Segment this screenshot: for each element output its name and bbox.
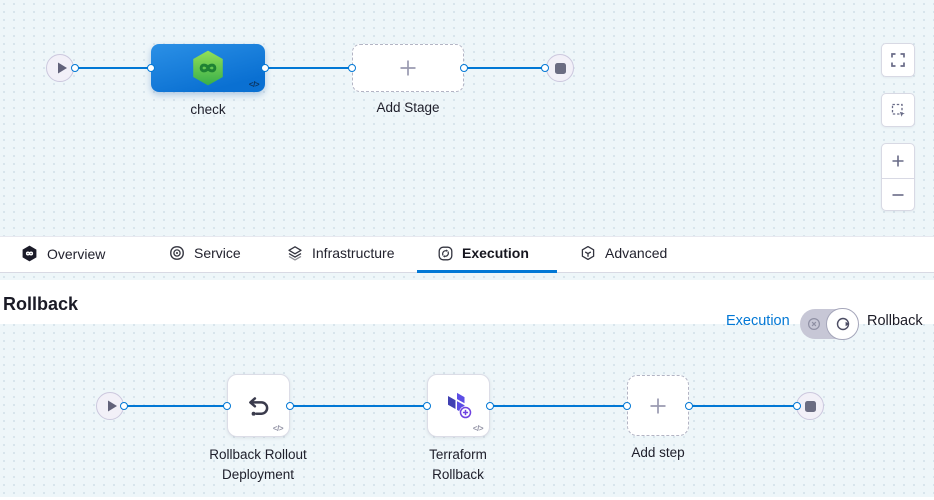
plus-icon [650,398,666,413]
connector-point [286,402,294,410]
tab-advanced[interactable]: Advanced [580,245,667,261]
rollback-header-band: Rollback Execution Rollback [0,280,934,340]
overview-icon [22,245,37,262]
code-icon[interactable]: </> [248,80,260,89]
add-step-button[interactable] [627,375,689,436]
connector-point [460,64,468,72]
zoom-out-button[interactable] [882,178,914,212]
connector-point [486,402,494,410]
fullscreen-icon [891,53,905,67]
execution-mode-link[interactable]: Execution [726,313,790,329]
tab-label: Execution [462,245,529,261]
rollback-step-icon [248,396,268,416]
connector-line [265,67,352,69]
connector-point [685,402,693,410]
rollback-start-node [96,392,124,420]
rollback-mode-label: Rollback [867,313,923,329]
active-tab-underline [417,270,557,273]
tab-label: Advanced [605,245,668,261]
divider [0,497,934,500]
rollback-canvas: Rollback Execution Rollback [0,273,934,500]
tab-execution[interactable]: Execution [438,245,529,261]
connector-point [423,402,431,410]
stop-icon [554,62,566,74]
section-title: Rollback [3,294,79,314]
rollback-mode-icon [836,317,849,331]
tab-service[interactable]: Service [169,245,241,261]
tab-label: Infrastructure [312,245,395,261]
tab-overview[interactable]: Overview [21,245,105,262]
connector-point [261,64,269,72]
pipeline-end-node [546,54,574,82]
play-icon [58,62,67,74]
execution-rollback-toggle[interactable] [800,308,859,340]
tab-label: Overview [47,245,106,262]
connector-point [348,64,356,72]
marquee-select-icon [891,103,905,117]
step-label: Rollback Rollout Deployment [209,447,307,482]
connector-line [464,67,545,69]
pipeline-start-node [46,54,74,82]
fullscreen-button[interactable] [881,43,915,77]
connector-line [124,405,227,407]
connector-point [71,64,79,72]
tab-infrastructure[interactable]: Infrastructure [287,245,394,261]
step-label: Terraform Rollback [429,447,487,482]
add-stage-button[interactable] [352,44,464,92]
connector-line [74,67,151,69]
connector-point [793,402,801,410]
stop-icon [804,400,816,412]
zoom-controls [881,143,915,211]
connector-point [623,402,631,410]
connector-point [541,64,549,72]
connector-line [689,405,797,407]
zoom-in-button[interactable] [882,144,914,178]
service-icon [170,246,184,260]
add-stage-label: Add Stage [376,100,440,115]
harness-stage-icon [193,50,223,86]
stage-config-tabs: Overview Service Infrastructure [0,236,934,273]
stage-node-check[interactable]: </> [151,44,265,92]
stage-label: check [190,102,226,117]
terraform-icon [447,392,472,419]
execution-icon [438,246,453,260]
connector-line [490,405,627,407]
infrastructure-icon [288,246,302,261]
plus-icon [400,60,416,76]
zoom-out-icon [892,194,904,196]
marquee-select-button[interactable] [881,93,915,127]
play-icon [108,400,117,412]
stage-canvas: </> check Add Stage [0,0,934,236]
step-node-rollback-rollout[interactable]: </> [227,374,290,437]
add-step-label: Add step [631,445,685,460]
advanced-icon [581,245,595,261]
divider [882,178,914,179]
connector-line [290,405,427,407]
execution-off-icon [807,317,821,331]
step-node-terraform-rollback[interactable]: </> [427,374,490,437]
toggle-thumb [826,308,859,340]
connector-point [223,402,231,410]
code-icon[interactable]: </> [472,424,484,433]
zoom-in-icon [892,155,904,167]
connector-point [147,64,155,72]
connector-point [120,402,128,410]
code-icon[interactable]: </> [272,424,284,433]
tab-label: Service [194,245,241,261]
